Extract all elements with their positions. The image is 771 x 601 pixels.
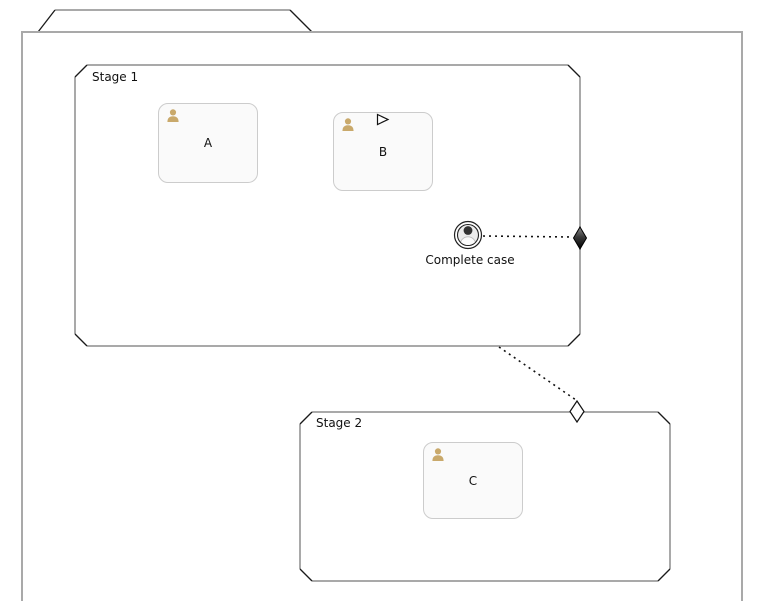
- exit-criterion-diamond[interactable]: [572, 226, 588, 250]
- connector-stage1-to-stage2[interactable]: [498, 346, 577, 401]
- task-c-label: C: [468, 473, 478, 488]
- task-b-label: B: [378, 144, 388, 159]
- user-event-listener-label: Complete case: [425, 253, 515, 267]
- task-c[interactable]: C: [423, 442, 523, 519]
- task-a[interactable]: A: [158, 103, 258, 183]
- human-task-icon: [432, 448, 444, 461]
- entry-criterion-diamond[interactable]: [569, 399, 585, 424]
- stage-2-label: Stage 2: [316, 416, 363, 430]
- stage-1-label: Stage 1: [92, 70, 139, 84]
- human-task-icon: [167, 109, 179, 122]
- human-task-icon: [342, 118, 354, 131]
- stage-1-shape[interactable]: [74, 64, 581, 347]
- case-plan-model-shape[interactable]: [21, 9, 743, 601]
- user-event-listener-shape[interactable]: [453, 220, 483, 252]
- task-b[interactable]: B: [333, 112, 433, 191]
- manual-activation-play-icon: [376, 113, 390, 126]
- task-a-label: A: [203, 136, 213, 150]
